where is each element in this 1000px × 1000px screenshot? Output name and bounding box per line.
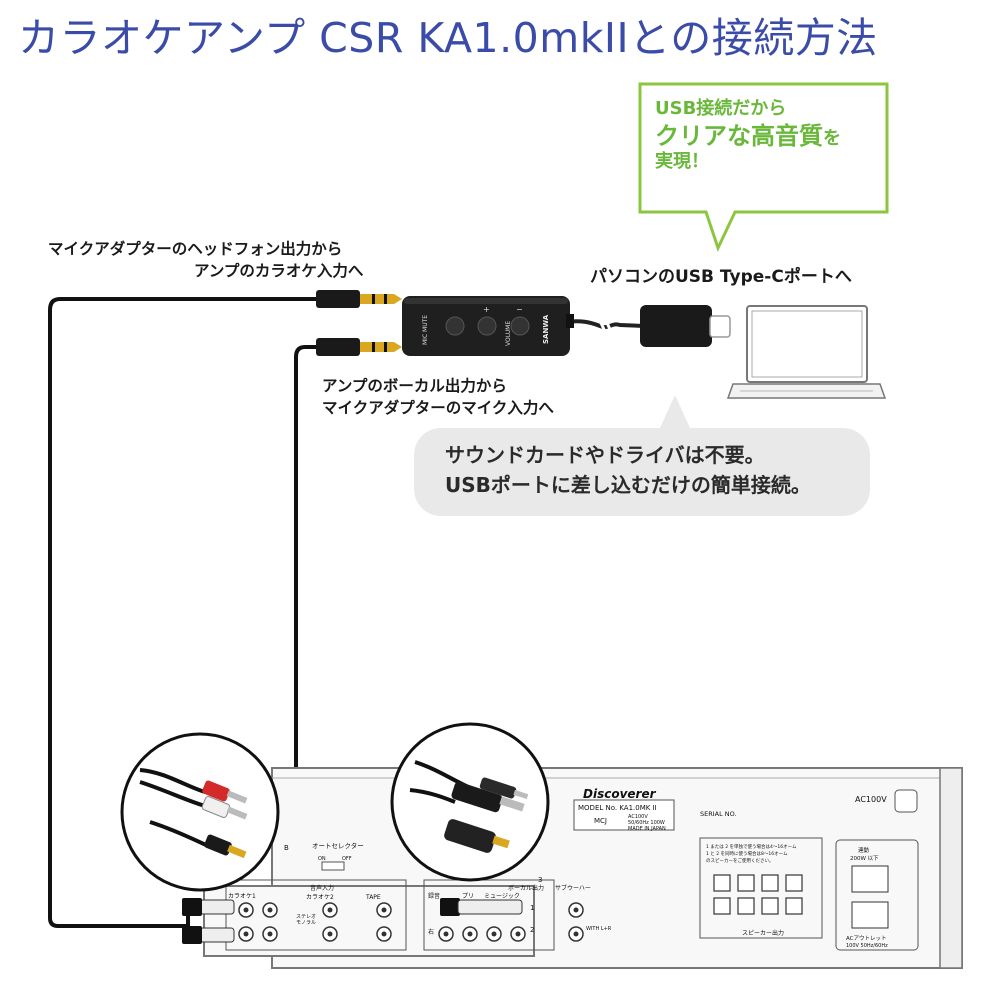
gray-callout: サウンドカードやドライバは不要。 USBポートに差し込むだけの簡単接続。: [445, 440, 855, 500]
ac-outlet-spec: 100V 50Hz/60Hz: [846, 943, 888, 949]
amp-ac-label: AC100V: [855, 795, 887, 804]
rec-label: 録音: [428, 892, 440, 900]
page-title: カラオケアンプ CSR KA1.0mkIIとの接続方法: [18, 14, 878, 62]
pre-label: プリ: [462, 893, 474, 900]
rca-plugs-vocal: [440, 898, 523, 916]
mic-plug: [316, 338, 402, 356]
speaker-note1: 1 または 2 を単独で使う場合は4〜16オーム: [706, 843, 797, 850]
gray-callout-line1: サウンドカードやドライバは不要。: [445, 443, 765, 467]
green-callout-line3: 実現！: [655, 150, 709, 172]
amplifier-rear-panel: Discoverer MODEL No. KA1.0MK II MCJ AC10…: [203, 767, 963, 969]
ch2-label: 2: [530, 926, 534, 934]
sub-note: WITH L+R: [586, 926, 612, 932]
interlock-spec: 200W 以下: [850, 855, 879, 862]
green-callout: USB接続だから クリアな高音質を 実現！: [655, 98, 841, 173]
vocal-label-line2: マイクアダプターのマイク入力へ: [322, 399, 554, 417]
headphone-label-line2: アンプのカラオケ入力へ: [194, 262, 364, 280]
music-label: ミュージック: [484, 893, 520, 900]
amp-spec2: 50/60Hz 100W: [628, 820, 665, 826]
detail-circle-adapter-cable: [390, 722, 550, 882]
green-callout-line1: USB接続だから: [655, 98, 787, 119]
right-label: 右: [428, 928, 434, 936]
laptop-icon: [726, 305, 887, 399]
gray-callout-line2: USBポートに差し込むだけの簡単接続。: [445, 473, 811, 497]
speaker-note2: 1 と 2 を同時に使う場合は8〜16オーム: [706, 850, 788, 857]
b-label: B: [284, 844, 289, 852]
speaker-out-label: スピーカー出力: [742, 929, 784, 937]
mic-mute-text: MIC MUTE: [422, 315, 429, 345]
headphone-label-line1: マイクアダプターのヘッドフォン出力から: [48, 240, 343, 258]
vocal-out-label: ボーカル出力: [508, 884, 544, 892]
usb-c-cable: [565, 305, 731, 347]
volume-text: VOLUME: [505, 321, 512, 346]
rca-plugs-karaoke: [182, 898, 235, 944]
detail-circle-rca: [120, 732, 280, 892]
amp-made-in: MADE IN JAPAN: [628, 826, 666, 832]
karaoke2-label: カラオケ2: [306, 894, 334, 901]
amp-brand: Discoverer: [583, 787, 657, 801]
mic-adapter: MIC MUTE VOLUME + − SANWA: [402, 296, 574, 356]
tape-label: TAPE: [365, 894, 381, 901]
usbc-label: パソコンのUSB Type-Cポートへ: [590, 267, 852, 287]
adapter-brand: SANWA: [542, 314, 550, 344]
amp-model: MODEL No. KA1.0MK II: [578, 804, 657, 812]
amp-serial: SERIAL NO.: [700, 810, 737, 818]
ch3-label: 3: [538, 876, 542, 884]
karaoke1-label: カラオケ1: [228, 893, 256, 900]
stereo-label: ステレオ: [296, 914, 316, 920]
green-callout-line2b: を: [823, 127, 841, 149]
auto-selector-label: オートセレクター: [312, 841, 364, 850]
ac-outlet-label: ACアウトレット: [846, 934, 887, 942]
interlock-label: 連動: [858, 846, 870, 854]
amp-mcj: MCJ: [594, 817, 607, 825]
subwoofer-label: サブウーハー: [555, 884, 591, 892]
mono-label: モノラル: [296, 920, 316, 926]
plus-text: +: [483, 305, 490, 314]
amp-spec1: AC100V: [628, 814, 648, 820]
vocal-label-line1: アンプのボーカル出力から: [322, 377, 507, 395]
on-label: ON: [318, 856, 326, 862]
speaker-note3: のスピーカーをご使用ください。: [706, 857, 774, 864]
headphone-cable: [48, 297, 316, 928]
headphone-plug: [316, 290, 402, 308]
ch1-label: 1: [530, 904, 534, 912]
minus-text: −: [516, 305, 523, 314]
audio-in-label: 音声入力: [310, 884, 334, 892]
green-callout-shape: [638, 82, 889, 253]
green-callout-line2a: クリアな高音質: [655, 121, 823, 150]
gray-callout-shape: [414, 395, 870, 516]
off-label: OFF: [342, 856, 352, 862]
